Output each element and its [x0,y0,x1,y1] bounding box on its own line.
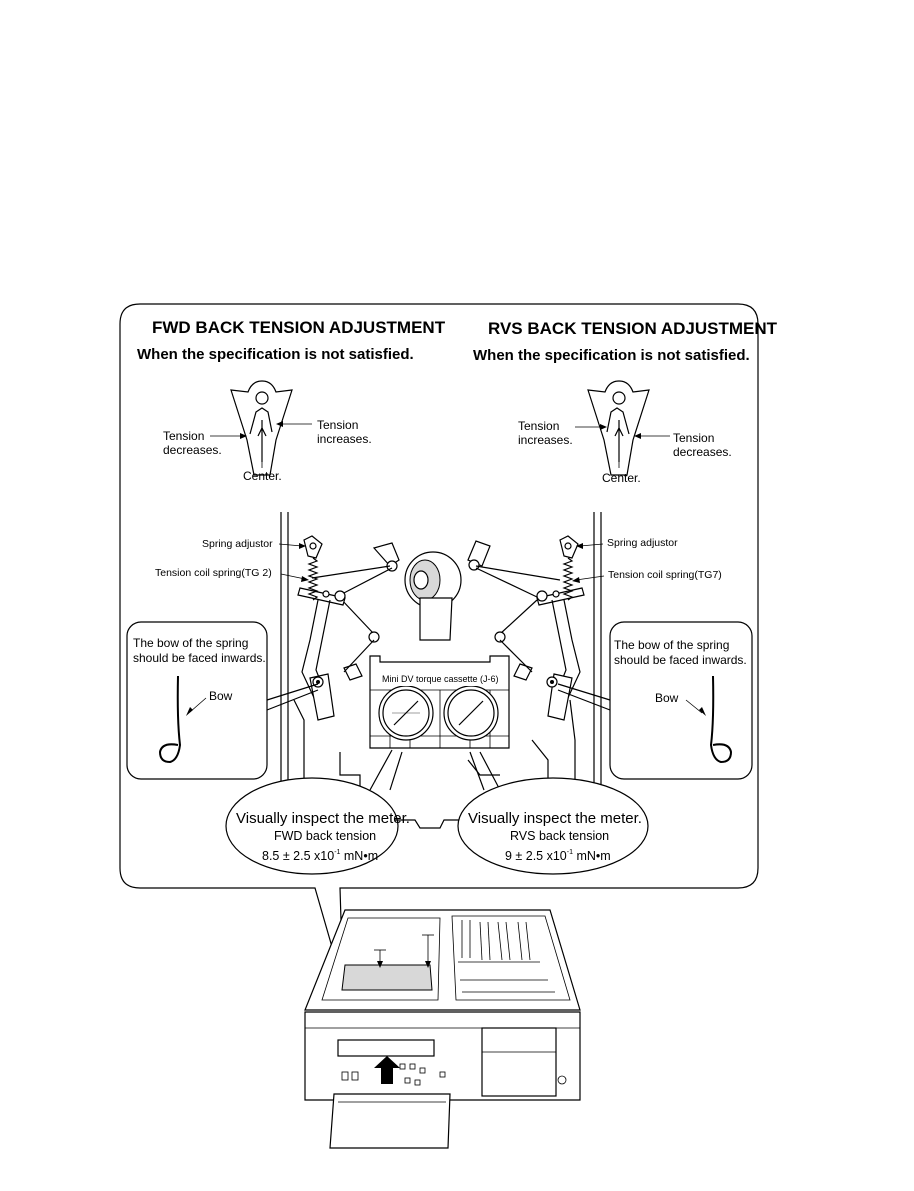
fwd-meter-name: FWD back tension [274,829,376,843]
rvs-spring-adjustor-label: Spring adjustor [607,537,678,549]
rvs-arrows [575,424,670,468]
rvs-meter-bubble [395,751,649,875]
tape-mechanism [280,512,602,790]
rvs-subtitle: When the specification is not satisfied. [473,347,750,364]
fwd-meter-spec: 8.5 ± 2.5 x10-1 mN•m [262,849,378,863]
fwd-center-label: Center. [243,469,282,483]
fwd-meter-bubble [225,749,403,875]
rvs-title: RVS BACK TENSION ADJUSTMENT [488,319,778,338]
rvs-adjustor-detail [587,380,650,476]
rvs-meter-heading: Visually inspect the meter. [468,810,642,827]
fwd-meter-heading: Visually inspect the meter. [236,810,410,827]
deck-unit [304,909,581,1149]
fwd-adjustor-detail [230,380,293,476]
mini-dv-torque-cassette [369,655,510,749]
fwd-subtitle: When the specification is not satisfied. [137,346,414,363]
rvs-bow-inset [557,621,753,780]
fwd-spring-adjustor-label: Spring adjustor [202,538,273,550]
rvs-meter-spec: 9 ± 2.5 x10-1 mN•m [505,849,611,863]
fwd-coil-spring-label: Tension coil spring(TG 2) [155,567,272,579]
fwd-bow-inset [126,621,319,780]
cassette-label: Mini DV torque cassette (J-6) [382,674,499,684]
rvs-bow-label: Bow [655,691,679,705]
rvs-coil-spring-label: Tension coil spring(TG7) [608,569,722,581]
rvs-center-label: Center. [602,471,641,485]
cassette-label-box [380,670,500,686]
fwd-arrows [210,421,312,468]
fwd-bow-label: Bow [209,689,233,703]
fwd-title: FWD BACK TENSION ADJUSTMENT [152,318,446,337]
rvs-meter-name: RVS back tension [510,829,609,843]
